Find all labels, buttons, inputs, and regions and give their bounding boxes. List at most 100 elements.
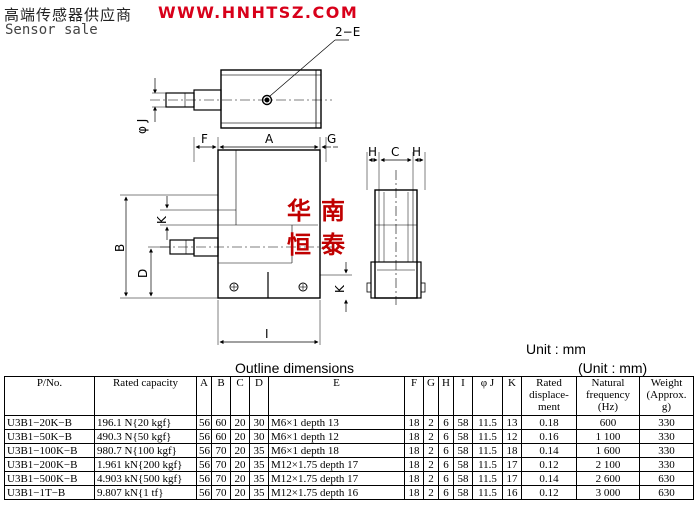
label-H-right: H <box>412 145 421 159</box>
table-cell: M6×1 depth 12 <box>268 429 405 444</box>
table-cell: 11.5 <box>472 485 503 500</box>
outline-drawing: 2−E φ J F A G K B D K I H C H <box>113 25 426 345</box>
label-G: G <box>327 132 336 146</box>
table-cell: M6×1 depth 13 <box>268 415 405 430</box>
table-cell: U3B1−500K−B <box>4 471 95 486</box>
table-cell: 16 <box>502 485 522 500</box>
label-K-side: K <box>333 284 347 293</box>
col-header: H <box>438 376 454 416</box>
table-cell: 2 <box>423 457 439 472</box>
col-header: B <box>211 376 231 416</box>
table-cell: 13 <box>502 415 522 430</box>
table-cell: 17 <box>502 457 522 472</box>
table-cell: U3B1−100K−B <box>4 443 95 458</box>
table-cell: 58 <box>453 415 473 430</box>
table-cell: 11.5 <box>472 443 503 458</box>
table-cell: 20 <box>230 471 250 486</box>
col-header: C <box>230 376 250 416</box>
table-cell: 3 000 <box>576 485 640 500</box>
label-K-top: K <box>155 215 169 224</box>
front-view <box>120 137 352 345</box>
side-view <box>366 152 426 305</box>
table-cell: 0.12 <box>521 485 577 500</box>
col-header: F <box>404 376 424 416</box>
table-cell: 30 <box>249 415 269 430</box>
table-cell: 18 <box>404 471 424 486</box>
tagline: Sensor sale <box>5 22 98 38</box>
table-cell: 980.7 N{100 kgf} <box>94 443 197 458</box>
table-cell: 18 <box>404 485 424 500</box>
table-cell: 56 <box>196 415 212 430</box>
table-cell: 6 <box>438 429 454 444</box>
table-cell: 2 <box>423 443 439 458</box>
table-cell: 0.14 <box>521 443 577 458</box>
col-header: E <box>268 376 405 416</box>
table-header-row: P/No. Rated capacity A B C D E F G H I φ… <box>4 376 694 416</box>
table-cell: 600 <box>576 415 640 430</box>
table-cell: 2 <box>423 485 439 500</box>
table-cell: 9.807 kN{1 tf} <box>94 485 197 500</box>
label-H-left: H <box>368 145 377 159</box>
table-cell: 330 <box>639 443 694 458</box>
col-header: A <box>196 376 212 416</box>
table-cell: 2 <box>423 471 439 486</box>
table-cell: 6 <box>438 457 454 472</box>
table-cell: 4.903 kN{500 kgf} <box>94 471 197 486</box>
table-cell: 56 <box>196 457 212 472</box>
table-cell: 35 <box>249 485 269 500</box>
label-D: D <box>136 269 150 278</box>
table-unit: (Unit : mm) <box>578 360 648 376</box>
outline-title: Outline dimensions <box>235 360 355 376</box>
table-cell: 0.14 <box>521 471 577 486</box>
col-header: φ J <box>472 376 503 416</box>
table-cell: 35 <box>249 443 269 458</box>
table-cell: U3B1−1T−B <box>4 485 95 500</box>
table-cell: 0.18 <box>521 415 577 430</box>
seal-char: 恒 <box>287 230 311 259</box>
table-cell: 18 <box>404 429 424 444</box>
table-cell: 60 <box>211 429 231 444</box>
table-cell: 12 <box>502 429 522 444</box>
label-F: F <box>201 132 208 146</box>
table-cell: 11.5 <box>472 457 503 472</box>
seal-char: 华 <box>287 196 311 225</box>
unit-note: Unit : mm <box>526 341 586 357</box>
label-B: B <box>113 244 127 252</box>
table-cell: 6 <box>438 443 454 458</box>
table-cell: 58 <box>453 443 473 458</box>
table-cell: 2 100 <box>576 457 640 472</box>
table-cell: 70 <box>211 443 231 458</box>
spec-table: P/No. Rated capacity A B C D E F G H I φ… <box>4 376 694 500</box>
company-seal: 华 南 恒 泰 <box>283 195 349 261</box>
col-header: K <box>502 376 522 416</box>
label-A: A <box>265 132 274 146</box>
table-cell: 6 <box>438 415 454 430</box>
table-cell: 70 <box>211 485 231 500</box>
col-header: P/No. <box>4 376 95 416</box>
table-cell: 330 <box>639 429 694 444</box>
top-view <box>150 39 349 129</box>
table-cell: 20 <box>230 415 250 430</box>
table-cell: 56 <box>196 443 212 458</box>
col-header: D <box>249 376 269 416</box>
label-2E: 2−E <box>335 25 360 39</box>
table-cell: 20 <box>230 443 250 458</box>
website-url[interactable]: WWW.HNHTSZ.COM <box>158 3 359 22</box>
table-cell: M6×1 depth 18 <box>268 443 405 458</box>
table-cell: 56 <box>196 485 212 500</box>
table-cell: 18 <box>502 443 522 458</box>
table-cell: 30 <box>249 429 269 444</box>
table-cell: 18 <box>404 457 424 472</box>
table-cell: 35 <box>249 471 269 486</box>
table-cell: 0.12 <box>521 457 577 472</box>
label-phiJ: φ J <box>135 119 149 134</box>
table-cell: U3B1−200K−B <box>4 457 95 472</box>
table-cell: 2 <box>423 415 439 430</box>
table-cell: 0.16 <box>521 429 577 444</box>
table-cell: 490.3 N{50 kgf} <box>94 429 197 444</box>
